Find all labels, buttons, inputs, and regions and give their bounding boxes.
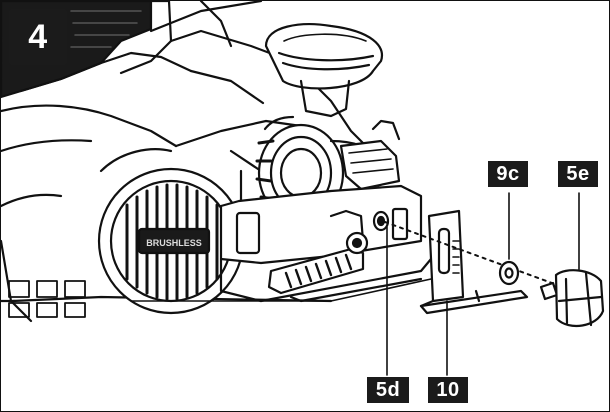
locking-knob xyxy=(539,192,605,328)
depth-knob xyxy=(264,23,384,118)
step-number-badge: 4 xyxy=(9,9,67,65)
bevel-adjuster xyxy=(339,119,401,191)
callout-9c: 9c xyxy=(488,161,528,187)
callout-5d: 5d xyxy=(367,377,409,403)
mount-hole xyxy=(372,207,409,241)
motor-badge-text: BRUSHLESS xyxy=(146,238,202,248)
callout-10: 10 xyxy=(428,377,468,403)
callout-5e: 5e xyxy=(558,161,598,187)
washer xyxy=(498,192,520,286)
base-shoe xyxy=(130,184,433,303)
rip-fence xyxy=(419,209,529,315)
lock-lever xyxy=(267,231,369,295)
vent-slots xyxy=(8,280,86,318)
